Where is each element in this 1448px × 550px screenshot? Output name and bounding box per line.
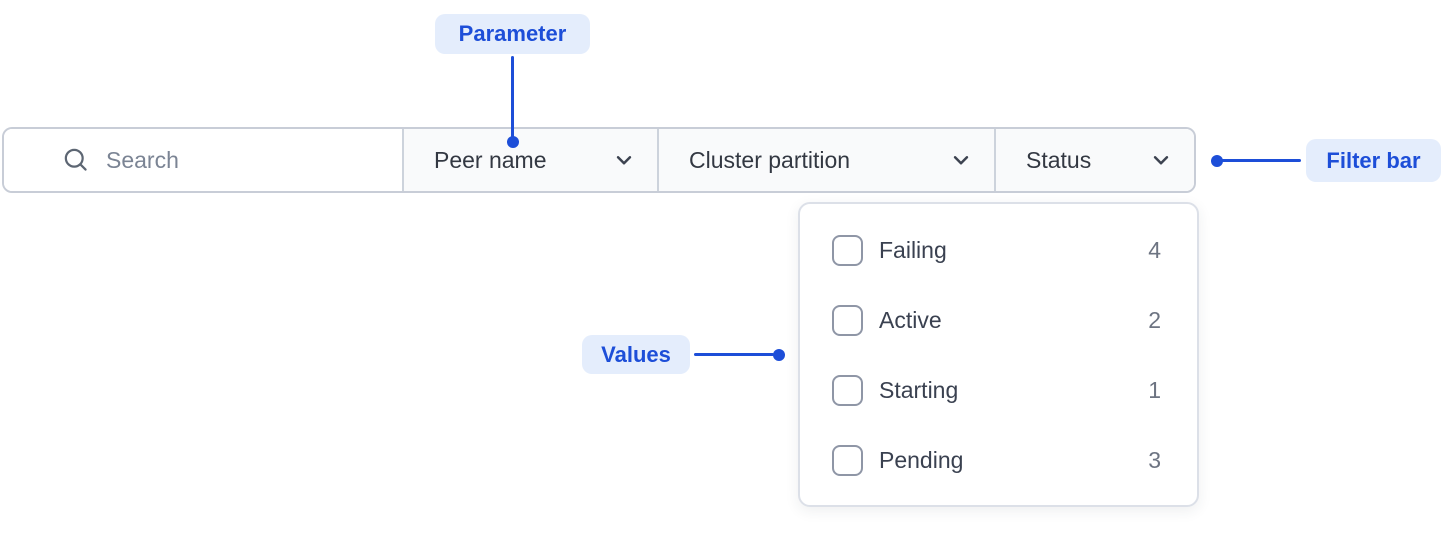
annotation-filter-bar: Filter bar: [1306, 139, 1441, 182]
option-count: 4: [1148, 236, 1161, 263]
status-filter-dropdown: Failing 4 Active 2 Starting 1 Pending 3: [798, 202, 1199, 507]
option-label: Failing: [879, 236, 947, 263]
dropdown-option-starting[interactable]: Starting 1: [800, 355, 1197, 425]
annotation-values: Values: [582, 335, 690, 374]
annotation-parameter: Parameter: [435, 14, 590, 54]
option-label: Pending: [879, 446, 964, 473]
search-icon: [62, 146, 90, 174]
dropdown-option-active[interactable]: Active 2: [800, 285, 1197, 355]
option-count: 1: [1148, 376, 1161, 403]
chevron-down-icon: [611, 147, 637, 173]
option-count: 2: [1148, 306, 1161, 333]
search-input[interactable]: [106, 146, 386, 174]
checkbox-unchecked-icon[interactable]: [832, 234, 863, 266]
filter-button-label: Cluster partition: [689, 146, 851, 173]
annotation-dot-values: [773, 349, 785, 361]
option-count: 3: [1148, 446, 1161, 473]
filter-bar: Peer name Cluster partition Status: [2, 127, 1196, 193]
option-label: Active: [879, 306, 942, 333]
annotation-dot-filter-bar: [1211, 155, 1223, 167]
checkbox-unchecked-icon[interactable]: [832, 374, 863, 406]
dropdown-option-pending[interactable]: Pending 3: [800, 425, 1197, 495]
search-input-section[interactable]: [4, 129, 402, 191]
chevron-down-icon: [948, 147, 974, 173]
filter-button-cluster-partition[interactable]: Cluster partition: [657, 129, 994, 191]
annotation-line-filter-bar: [1221, 159, 1301, 162]
filter-button-label: Peer name: [434, 146, 547, 173]
filter-button-status[interactable]: Status: [994, 129, 1194, 191]
option-label: Starting: [879, 376, 959, 403]
filter-button-label: Status: [1026, 146, 1092, 173]
checkbox-unchecked-icon[interactable]: [832, 304, 863, 336]
annotation-dot-parameter: [507, 136, 519, 148]
chevron-down-icon: [1148, 147, 1174, 173]
dropdown-option-failing[interactable]: Failing 4: [800, 215, 1197, 285]
annotation-line-values: [694, 353, 774, 356]
filter-button-peer-name[interactable]: Peer name: [402, 129, 657, 191]
annotation-line-parameter: [511, 56, 514, 138]
checkbox-unchecked-icon[interactable]: [832, 444, 863, 476]
